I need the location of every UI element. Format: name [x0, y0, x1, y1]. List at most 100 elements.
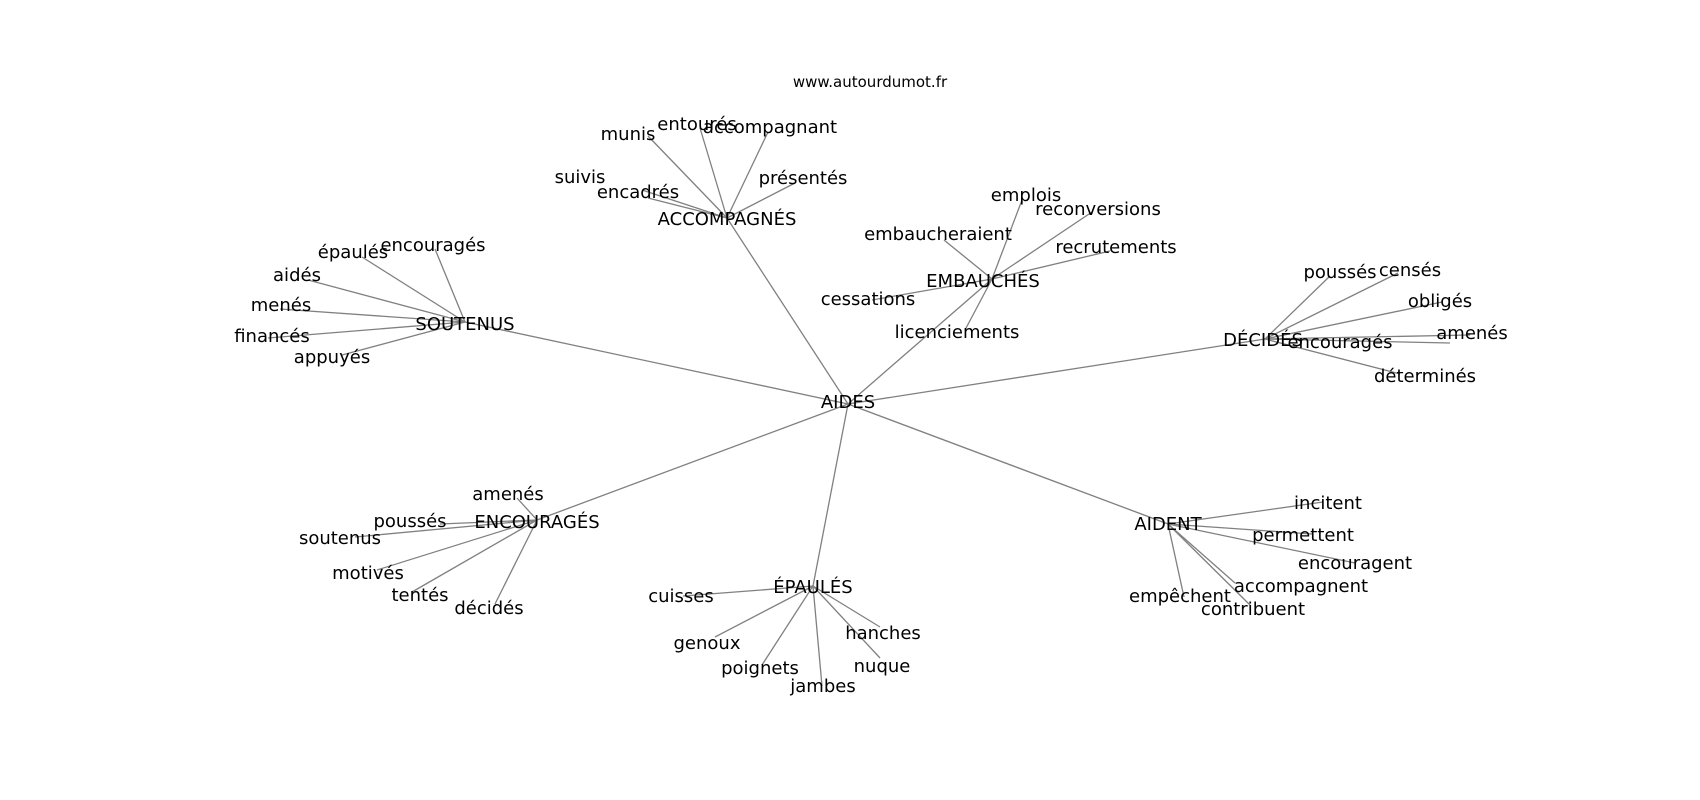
- edge-cluster-to-word: [726, 182, 796, 219]
- related-word-node[interactable]: encouragés: [380, 235, 485, 256]
- edge-cluster-to-word: [647, 197, 728, 219]
- related-word-node[interactable]: amenés: [1436, 323, 1508, 344]
- related-word-node[interactable]: permettent: [1252, 525, 1354, 546]
- related-word-node[interactable]: motivés: [332, 563, 404, 584]
- related-word-node[interactable]: encadrés: [597, 182, 679, 203]
- related-word-node[interactable]: obligés: [1408, 291, 1472, 312]
- edge-cluster-to-word: [376, 519, 538, 571]
- edge-cluster-to-word: [647, 135, 728, 219]
- related-word-node[interactable]: contribuent: [1201, 599, 1305, 620]
- related-word-node[interactable]: tentés: [391, 585, 448, 606]
- related-word-node[interactable]: poussés: [1303, 262, 1376, 283]
- related-word-node[interactable]: entourés: [657, 114, 736, 135]
- cluster-word-node[interactable]: SOUTENUS: [415, 314, 514, 335]
- related-word-node[interactable]: jambes: [789, 676, 855, 697]
- related-word-node[interactable]: décidés: [454, 598, 523, 619]
- edge-root-to-cluster: [812, 403, 849, 587]
- cluster-word-node[interactable]: ÉPAULÉS: [773, 576, 852, 598]
- edge-cluster-to-word: [267, 321, 466, 339]
- related-word-node[interactable]: menés: [251, 295, 311, 316]
- site-label: www.autourdumot.fr: [793, 73, 948, 91]
- edge-cluster-to-word: [1264, 272, 1399, 340]
- edge-cluster-to-word: [1264, 334, 1471, 340]
- related-word-node[interactable]: genoux: [674, 633, 741, 654]
- related-word-node[interactable]: incitent: [1294, 493, 1362, 514]
- edge-cluster-to-word: [1264, 338, 1401, 375]
- edge-cluster-to-word: [991, 250, 1111, 280]
- cluster-word-node[interactable]: AIDENT: [1134, 514, 1202, 535]
- related-word-node[interactable]: cessations: [821, 289, 916, 310]
- edge-cluster-to-word: [341, 321, 466, 356]
- edge-cluster-to-word: [411, 519, 538, 593]
- edge-cluster-to-word: [812, 585, 881, 659]
- related-word-node[interactable]: accompagnent: [1234, 576, 1368, 597]
- edge-cluster-to-word: [1167, 523, 1251, 606]
- related-word-node[interactable]: épaulés: [318, 242, 388, 263]
- edge-cluster-to-word: [1167, 523, 1185, 598]
- edge-cluster-to-word: [641, 189, 728, 219]
- related-word-node[interactable]: aidés: [273, 265, 321, 286]
- related-word-node[interactable]: hanches: [845, 623, 921, 644]
- related-word-node[interactable]: amenés: [472, 484, 544, 505]
- related-word-node[interactable]: poussés: [373, 511, 446, 532]
- cluster-word-node[interactable]: EMBAUCHÉS: [926, 270, 1040, 292]
- related-word-node[interactable]: embaucheraient: [864, 224, 1012, 245]
- edge-cluster-to-word: [682, 585, 814, 597]
- edge-root-to-cluster: [847, 338, 1266, 405]
- edge-cluster-to-word: [943, 239, 993, 280]
- edge-cluster-to-word: [991, 211, 1093, 280]
- related-word-node[interactable]: recrutements: [1055, 237, 1176, 258]
- edge-cluster-to-word: [1167, 523, 1313, 535]
- edge-cluster-to-word: [1167, 501, 1324, 525]
- related-word-node[interactable]: reconversions: [1035, 199, 1161, 220]
- edge-cluster-to-word: [714, 585, 814, 638]
- edge-cluster-to-word: [1167, 523, 1356, 564]
- related-word-node[interactable]: déterminés: [1374, 366, 1476, 387]
- related-word-node[interactable]: empêchent: [1129, 586, 1231, 607]
- related-word-node[interactable]: financés: [234, 326, 310, 347]
- edge-cluster-to-word: [1264, 275, 1331, 340]
- edge-root-to-cluster: [536, 403, 849, 521]
- related-word-node[interactable]: cuisses: [648, 586, 714, 607]
- root-word-node[interactable]: AIDES: [821, 392, 875, 413]
- edge-cluster-to-word: [1167, 523, 1236, 584]
- related-word-node[interactable]: accompagnant: [703, 117, 837, 138]
- cluster-word-node[interactable]: ENCOURAGÉS: [474, 511, 599, 533]
- related-word-node[interactable]: appuyés: [294, 347, 370, 368]
- edge-cluster-to-word: [354, 519, 538, 538]
- edge-cluster-to-word: [871, 278, 993, 301]
- edge-cluster-to-word: [812, 585, 823, 687]
- edge-root-to-cluster: [847, 278, 993, 405]
- related-word-node[interactable]: emplois: [991, 185, 1061, 206]
- related-word-node[interactable]: poignets: [721, 658, 799, 679]
- related-word-node[interactable]: présentés: [759, 168, 848, 189]
- related-word-node[interactable]: censés: [1379, 260, 1441, 281]
- cluster-word-node[interactable]: ACCOMPAGNÉS: [658, 208, 797, 230]
- related-word-node[interactable]: encouragés: [1287, 332, 1392, 353]
- edge-cluster-to-word: [991, 199, 1023, 280]
- edge-cluster-to-word: [494, 519, 538, 605]
- related-word-node[interactable]: suivis: [555, 167, 606, 188]
- edge-root-to-cluster: [726, 217, 849, 405]
- edge-cluster-to-word: [516, 497, 538, 521]
- edge-root-to-cluster: [464, 321, 849, 405]
- edge-cluster-to-word: [726, 131, 769, 219]
- edge-cluster-to-word: [439, 519, 538, 525]
- related-word-node[interactable]: encouragent: [1298, 553, 1412, 574]
- edge-cluster-to-word: [361, 256, 466, 323]
- edges-layer: [267, 127, 1471, 687]
- edge-cluster-to-word: [434, 248, 466, 323]
- edge-cluster-to-word: [1264, 338, 1451, 344]
- related-word-node[interactable]: licenciements: [895, 322, 1020, 343]
- related-word-node[interactable]: soutenus: [299, 528, 381, 549]
- related-word-node[interactable]: nuque: [854, 656, 911, 677]
- edge-cluster-to-word: [279, 308, 466, 323]
- related-word-node[interactable]: munis: [601, 124, 656, 145]
- edge-cluster-to-word: [699, 127, 728, 219]
- edge-cluster-to-word: [761, 585, 814, 666]
- cluster-word-node[interactable]: DÉCIDÉS: [1223, 329, 1303, 351]
- edge-cluster-to-word: [812, 585, 881, 628]
- edge-cluster-to-word: [307, 279, 466, 323]
